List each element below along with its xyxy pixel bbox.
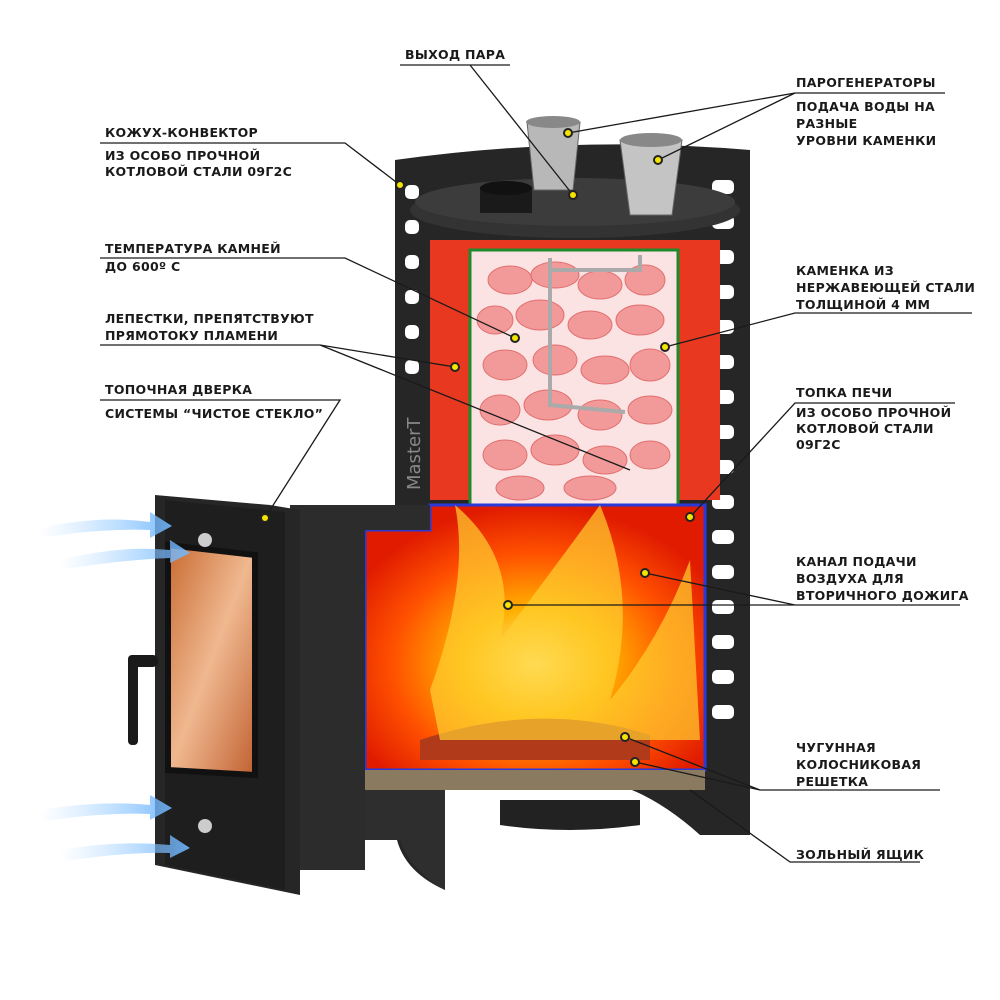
label-steam-generators: ПАРОГЕНЕРАТОРЫ: [796, 75, 936, 90]
brand-text: MasterT: [404, 417, 425, 490]
label-convector-casing: КОЖУХ-КОНВЕКТОР: [105, 125, 259, 140]
firebox-door: [128, 495, 430, 895]
label-furnace-sub: ИЗ ОСОБО ПРОЧНОЙ КОТЛОВОЙ СТАЛИ 09Г2С: [796, 405, 952, 452]
label-steam-outlet: ВЫХОД ПАРА: [405, 47, 506, 62]
label-air-channel: КАНАЛ ПОДАЧИ ВОЗДУХА ДЛЯ ВТОРИЧНОГО ДОЖИ…: [796, 554, 969, 603]
label-petals: ЛЕПЕСТКИ, ПРЕПЯТСТВУЮТ ПРЯМОТОКУ ПЛАМЕНИ: [105, 311, 314, 343]
firebox: [360, 503, 707, 890]
air-flow-arrows: [40, 512, 190, 862]
heater-top: [410, 178, 740, 238]
label-firebox-door: ТОПОЧНАЯ ДВЕРКА: [105, 382, 253, 397]
label-ash-box: ЗОЛЬНЫЙ ЯЩИК: [796, 847, 925, 862]
label-furnace: ТОПКА ПЕЧИ: [796, 385, 893, 400]
label-heater: КАМЕНКА ИЗ НЕРЖАВЕЮЩЕЙ СТАЛИ ТОЛЩИНОЙ 4 …: [796, 263, 976, 312]
label-stone-temperature-sub: ДО 600º С: [105, 259, 181, 274]
label-steam-generators-sub: ПОДАЧА ВОДЫ НА РАЗНЫЕ УРОВНИ КАМЕНКИ: [796, 99, 937, 148]
stone-chamber: [430, 240, 720, 507]
label-grate: ЧУГУННАЯ КОЛОСНИКОВАЯ РЕШЕТКА: [796, 740, 922, 789]
leader-lines: [100, 64, 972, 863]
callout-markers: [260, 128, 695, 767]
label-firebox-door-sub: СИСТЕМЫ “ЧИСТОЕ СТЕКЛО”: [105, 406, 324, 421]
steam-generators: [526, 116, 683, 216]
label-stone-temperature: ТЕМПЕРАТУРА КАМНЕЙ: [105, 241, 281, 256]
label-convector-casing-sub: ИЗ ОСОБО ПРОЧНОЙ КОТЛОВОЙ СТАЛИ 09Г2С: [105, 148, 293, 179]
